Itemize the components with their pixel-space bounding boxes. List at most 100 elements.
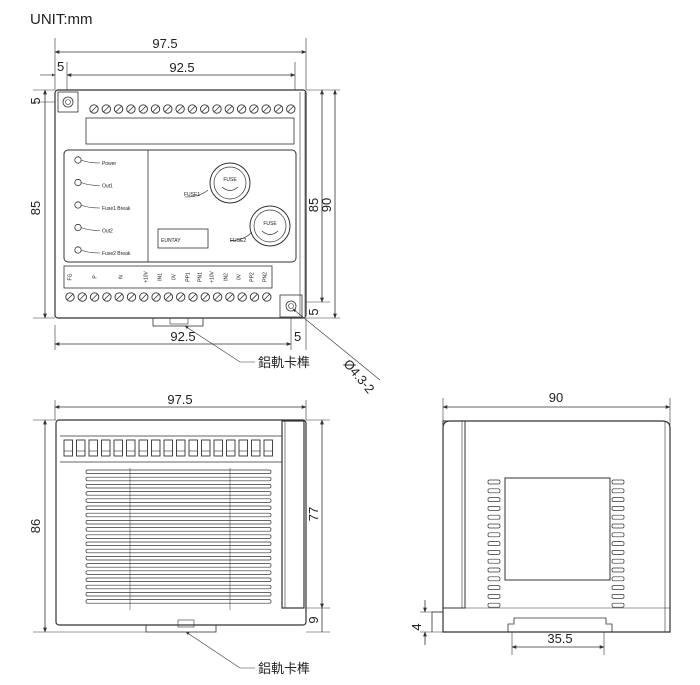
front-terminal [101, 439, 111, 457]
terminal-screw [261, 104, 271, 114]
side-vent-slot [487, 506, 501, 511]
vent-slot [85, 548, 272, 554]
dim-5-top: 5 [28, 97, 43, 104]
vent-slot [85, 584, 272, 590]
vent-slot [85, 469, 272, 474]
side-vents-left [487, 479, 501, 608]
side-vent-slot [487, 558, 501, 564]
front-terminal [176, 439, 186, 457]
side-vent-slot [611, 497, 625, 502]
side-vent-slot [487, 594, 501, 599]
side-vent-slot [487, 514, 501, 520]
terminal-screw [163, 292, 174, 302]
side-vent-slot [487, 541, 501, 546]
front-terminal [76, 439, 86, 457]
vent-slot [85, 570, 272, 575]
terminal-label: 0V [171, 273, 177, 280]
terminal-screw [273, 104, 284, 114]
top-body-outline [54, 89, 307, 319]
front-vents [85, 468, 272, 610]
terminal-screw [77, 292, 87, 302]
terminal-label: +10V [209, 270, 215, 282]
unit-label: UNIT:mm [30, 11, 93, 28]
bottom-label-strip [63, 265, 273, 289]
led-label: Out2 [102, 229, 113, 235]
side-vent-slot [611, 523, 625, 529]
terminal-screw [286, 104, 296, 114]
dim-4-side: 4 [409, 623, 424, 630]
terminal-screw [224, 104, 234, 114]
rail-label-front: 鋁軌卡榫 [258, 661, 310, 676]
mount-tab-bottom-right [279, 294, 303, 318]
dim-90-side: 90 [549, 390, 563, 405]
led-column [74, 156, 101, 254]
front-terminal [213, 439, 223, 457]
front-terminal [251, 439, 261, 457]
terminal-label: PP2 [249, 272, 255, 282]
front-terminal [126, 439, 136, 457]
top-view [33, 38, 381, 381]
brand-box [157, 228, 209, 249]
front-terminal-row [63, 439, 273, 457]
terminal-screw [101, 104, 111, 114]
fuse1 [209, 162, 251, 204]
terminal-screw [138, 104, 148, 114]
terminal-label: 0V [236, 273, 242, 280]
led-label: Out1 [102, 184, 113, 190]
fuse1-text: FUSE [223, 177, 237, 183]
side-vent-slot [611, 585, 625, 590]
led-indicator [74, 246, 101, 254]
mount-hole-top-left [62, 96, 74, 108]
bottom-terminal-row [65, 292, 272, 302]
terminal-screw [89, 292, 100, 302]
rail-label-top: 鋁軌卡榫 [258, 355, 310, 370]
vent-slot [85, 541, 272, 546]
led-label: Fuse1 Break [102, 206, 131, 212]
side-vent-slot [611, 602, 625, 608]
side-vent-slot [487, 602, 501, 608]
led-label: Fuse2 Break [102, 251, 131, 257]
dim-97-5-front: 97.5 [167, 392, 192, 407]
vent-slot [85, 592, 272, 597]
terminal-screw [236, 104, 247, 114]
terminal-screw [114, 292, 124, 302]
rail-clip-top-view [152, 317, 204, 327]
side-vent-slot [487, 550, 501, 555]
side-vents-right [611, 479, 625, 608]
dim-85-right: 85 [306, 198, 321, 212]
dim-35-5-side: 35.5 [547, 631, 572, 646]
led-label: Power [102, 161, 117, 167]
brand-label: EUNTAY [161, 238, 181, 244]
front-view [33, 400, 330, 669]
front-terminal [188, 439, 198, 457]
hole-label: Ø4.3-2 [341, 356, 378, 396]
side-label-area [504, 477, 611, 581]
vent-slot [85, 556, 272, 561]
terminal-screw [175, 104, 185, 114]
terminal-label: FG [67, 273, 73, 280]
terminal-screw [249, 104, 259, 114]
side-vent-slot [611, 506, 625, 511]
led-indicator [74, 223, 101, 232]
front-terminal [88, 439, 98, 457]
vent-slot [85, 527, 272, 532]
terminal-screw [102, 292, 112, 302]
fuse2 [249, 205, 291, 247]
vent-slot [85, 476, 272, 482]
side-vent-slot [487, 576, 501, 582]
terminal-screw [176, 292, 186, 302]
terminal-screw [262, 292, 272, 302]
side-vent-slot [611, 532, 625, 538]
vent-slot [85, 491, 272, 496]
terminal-screw [163, 104, 173, 114]
top-label-strip [85, 117, 295, 145]
terminal-screw [187, 104, 198, 114]
side-vent-slot [487, 532, 501, 538]
terminal-screw [150, 104, 161, 114]
dim-5-bottom: 5 [294, 329, 301, 344]
front-terminal [263, 439, 273, 457]
